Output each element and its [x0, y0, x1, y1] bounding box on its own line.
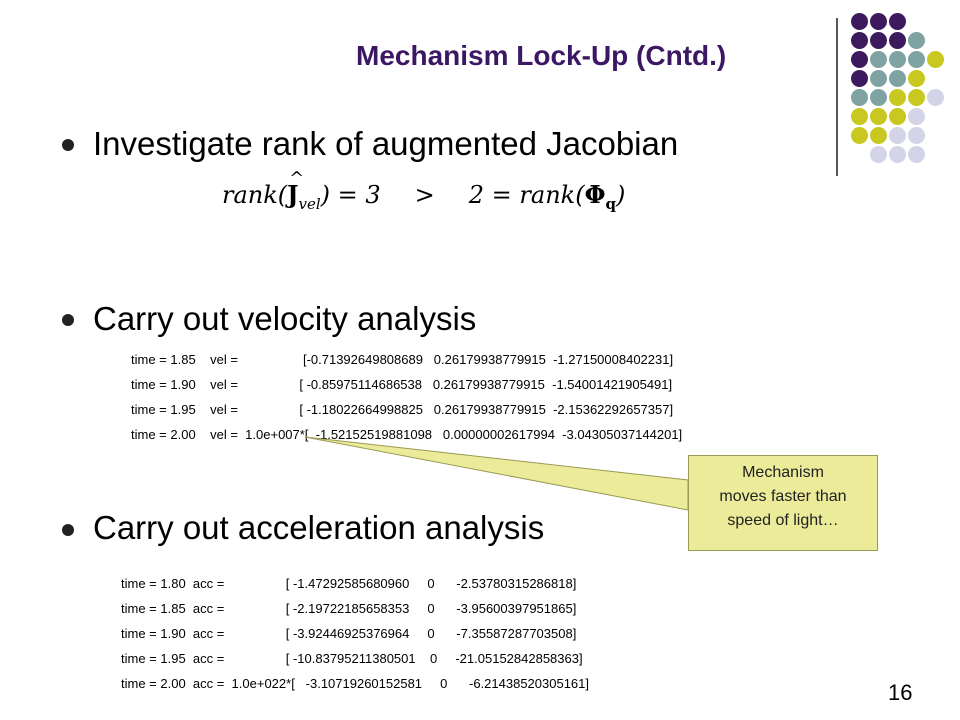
callout-box: Mechanism moves faster than speed of lig… — [688, 455, 878, 551]
eq-j: J — [287, 180, 299, 209]
bullet-marker — [62, 139, 74, 151]
slide-title: Mechanism Lock-Up (Cntd.) — [356, 40, 727, 71]
acceleration-row: time = 2.00 acc = 1.0e+022*[ -3.10719260… — [121, 676, 589, 691]
dot-yellow — [870, 108, 887, 125]
acceleration-row: time = 1.85 acc = [ -2.19722185658353 0 … — [121, 601, 577, 616]
dot-yellow — [908, 89, 925, 106]
dot-lavender — [889, 127, 906, 144]
velocity-row: time = 1.90 vel = [ -0.85975114686538 0.… — [131, 377, 673, 392]
dot-purple — [851, 32, 868, 49]
dot-teal — [889, 51, 906, 68]
eq-j-hat: ^J — [287, 168, 305, 209]
acceleration-row: time = 1.80 acc = [ -1.47292585680960 0 … — [121, 576, 577, 591]
eq-phi: Φ — [584, 180, 606, 209]
bullet-marker — [62, 314, 74, 326]
callout-line: moves faster than — [719, 488, 847, 505]
bullet-investigate-rank: Investigate rank of augmented Jacobian — [93, 125, 679, 162]
dot-purple — [870, 32, 887, 49]
dot-yellow — [870, 127, 887, 144]
dot-teal — [889, 70, 906, 87]
dot-purple — [851, 51, 868, 68]
dot-purple — [889, 32, 906, 49]
eq-right-post: ) — [615, 181, 626, 209]
callout-line: speed of light… — [727, 512, 839, 529]
dot-teal — [908, 51, 925, 68]
eq-phi-sub: q — [605, 194, 616, 213]
velocity-row: time = 1.95 vel = [ -1.18022664998825 0.… — [131, 402, 674, 417]
dot-purple — [851, 70, 868, 87]
dot-teal — [908, 32, 925, 49]
dot-lavender — [908, 146, 925, 163]
dot-lavender — [927, 89, 944, 106]
dot-yellow — [889, 89, 906, 106]
callout-line: Mechanism — [742, 464, 824, 481]
bullet-marker — [62, 524, 74, 536]
acceleration-row: time = 1.95 acc = [ -10.83795211380501 0… — [121, 651, 583, 666]
dot-purple — [851, 13, 868, 30]
dot-yellow — [889, 108, 906, 125]
page-number: 16 — [888, 680, 913, 705]
bullet-velocity-analysis: Carry out velocity analysis — [93, 300, 477, 337]
eq-j-sub: vel — [298, 194, 321, 213]
dot-lavender — [889, 146, 906, 163]
dot-teal — [851, 89, 868, 106]
dot-yellow — [851, 108, 868, 125]
dot-teal — [870, 70, 887, 87]
vertical-divider — [836, 18, 838, 176]
eq-left: rank( — [222, 181, 288, 209]
dot-yellow — [927, 51, 944, 68]
bullet-acceleration-analysis: Carry out acceleration analysis — [93, 509, 545, 546]
eq-right-pre: 2 = rank( — [468, 181, 585, 209]
dot-teal — [870, 89, 887, 106]
velocity-row: time = 2.00 vel = 1.0e+007*[ -1.52152519… — [131, 427, 683, 442]
dot-purple — [889, 13, 906, 30]
eq-mid: ) = 3 — [320, 181, 381, 209]
dot-yellow — [851, 127, 868, 144]
dot-lavender — [908, 127, 925, 144]
eq-relation: > — [414, 181, 435, 209]
acceleration-row: time = 1.90 acc = [ -3.92446925376964 0 … — [121, 626, 577, 641]
velocity-row: time = 1.85 vel = [-0.71392649808689 0.2… — [131, 352, 674, 367]
dot-lavender — [870, 146, 887, 163]
dot-purple — [870, 13, 887, 30]
dot-teal — [870, 51, 887, 68]
rank-equation: rank(^Jvel) = 3 >2 = rank(Φq) — [222, 168, 626, 213]
dot-yellow — [908, 70, 925, 87]
dot-lavender — [908, 108, 925, 125]
